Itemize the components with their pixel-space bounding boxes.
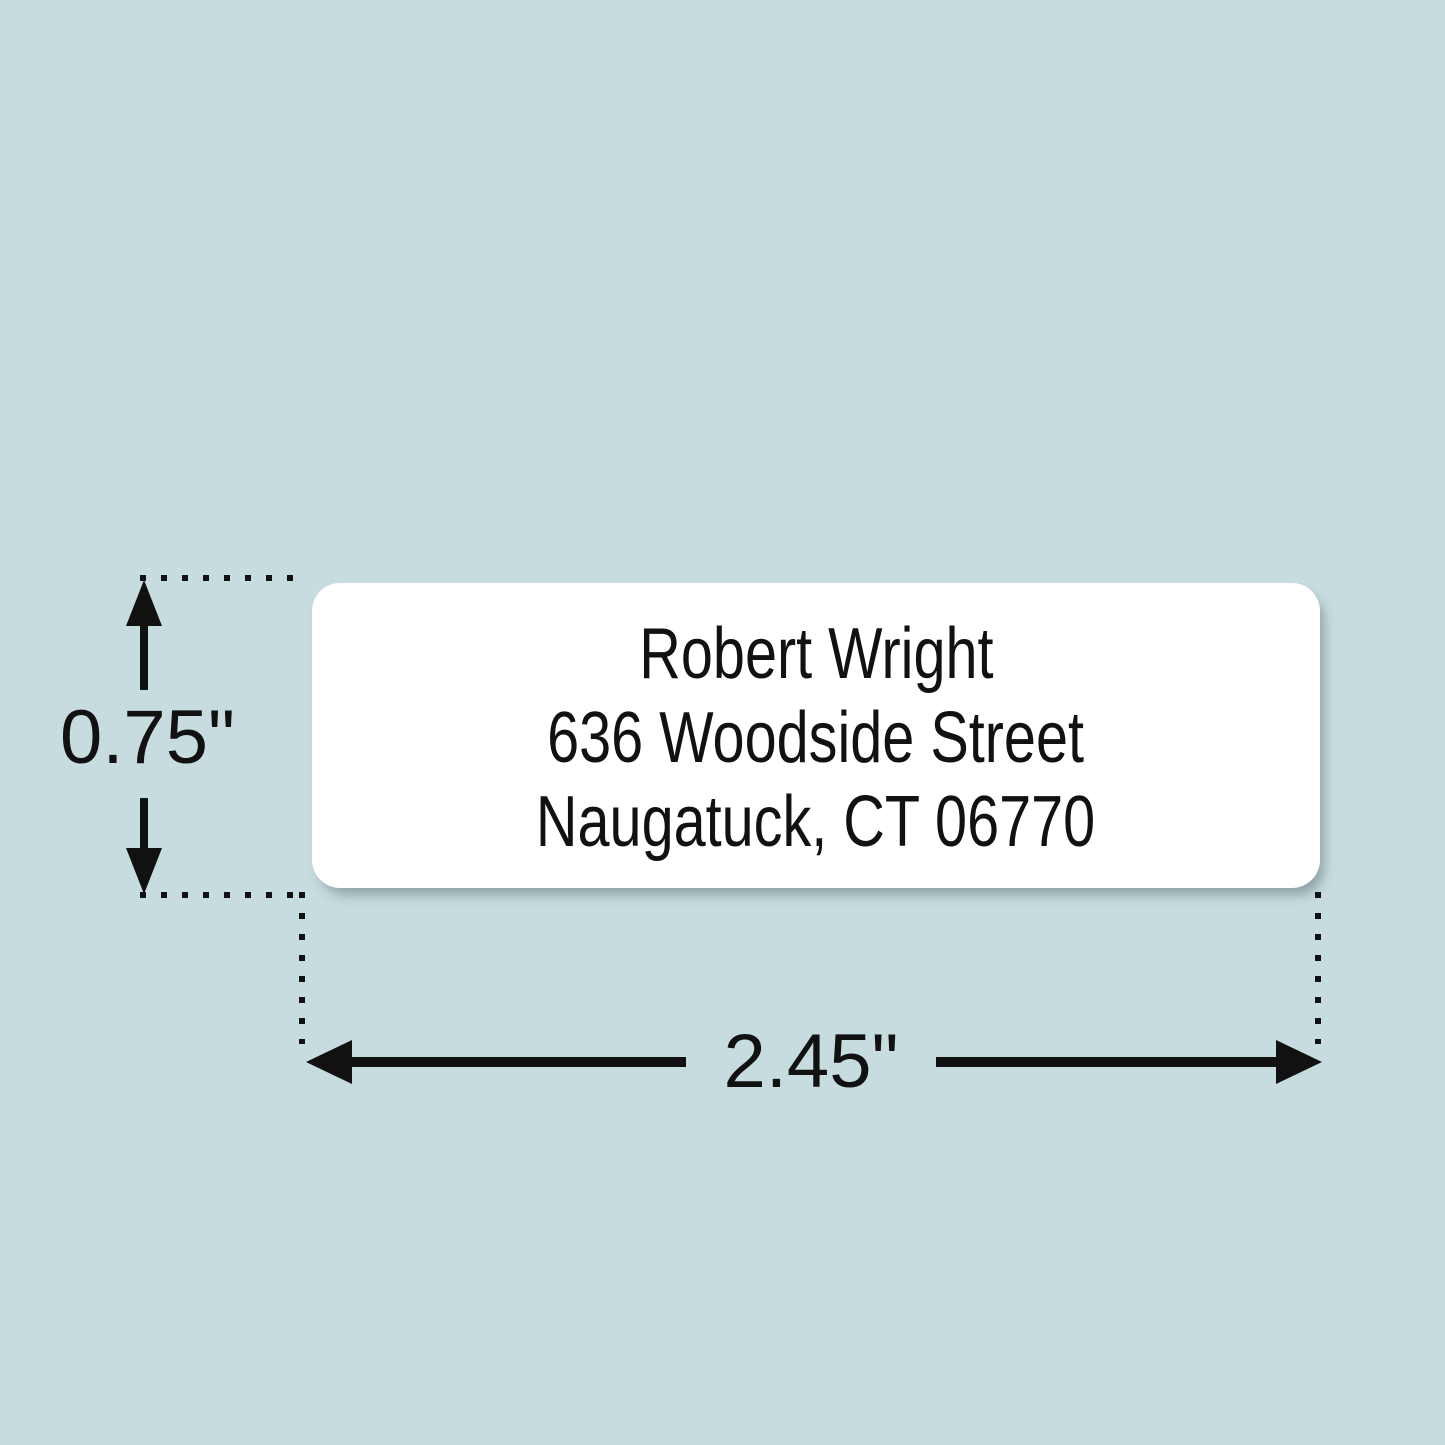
arrow-right-icon [936, 1040, 1322, 1084]
guide-line-top [140, 575, 300, 581]
arrow-left-icon [306, 1040, 686, 1084]
guide-line-right-vertical [1315, 892, 1321, 1044]
address-line-1: Robert Wright [638, 613, 994, 694]
arrow-up-icon [126, 580, 162, 690]
address-line-2: 636 Woodside Street [547, 697, 1085, 778]
address-line-3: Naugatuck, CT 06770 [536, 781, 1096, 862]
address-label-card[interactable]: Robert Wright 636 Woodside Street Naugat… [312, 583, 1320, 888]
arrow-down-icon [126, 798, 162, 894]
guide-line-left-vertical [299, 892, 305, 1044]
guide-line-bottom [140, 892, 308, 898]
width-dimension-label: 2.45" [723, 1019, 899, 1104]
height-dimension-label: 0.75" [60, 695, 235, 780]
